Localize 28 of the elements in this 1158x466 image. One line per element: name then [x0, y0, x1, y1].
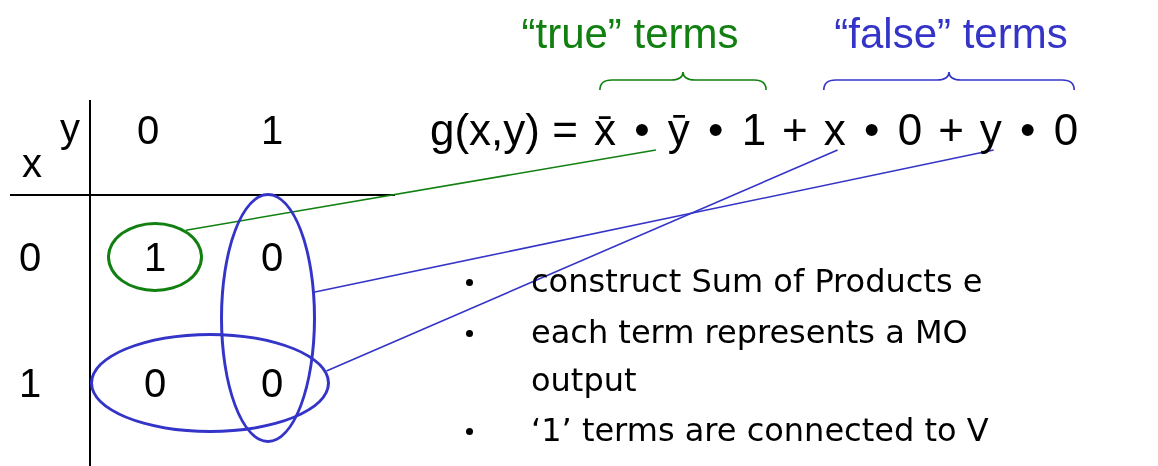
ellipse	[220, 193, 316, 443]
table-value: 0	[260, 237, 284, 277]
equation-term: x • 0	[823, 104, 923, 156]
row-header: 1	[18, 363, 42, 403]
column-header: 1	[260, 110, 284, 150]
equation-text: g(x,y) =	[430, 104, 578, 156]
bullet-text: output	[531, 363, 637, 399]
brace-label: “true” terms	[521, 13, 739, 55]
leader-line	[185, 149, 657, 231]
column-header: 0	[136, 110, 160, 150]
equation-term: x̄ • ȳ • 1	[593, 104, 767, 156]
axis-label: y	[60, 108, 80, 148]
equation-term: y • 0	[979, 104, 1079, 156]
leader-line	[314, 149, 995, 293]
leader-line	[325, 149, 839, 372]
bullet-text: construct Sum of Products e	[531, 264, 983, 300]
bullet-text: each term represents a MO	[531, 315, 968, 351]
brace-label: “false” terms	[834, 13, 1068, 55]
table-value: 0	[143, 363, 167, 403]
ellipse	[90, 333, 330, 433]
ellipse	[107, 222, 203, 292]
bullet-text: ‘1’ terms are connected to V	[531, 413, 989, 449]
equation-text: +	[782, 104, 808, 156]
equation-text: +	[938, 104, 964, 156]
table-value: 1	[143, 237, 167, 277]
row-header: 0	[18, 237, 42, 277]
table-value: 0	[260, 363, 284, 403]
axis-label: x	[22, 143, 42, 183]
